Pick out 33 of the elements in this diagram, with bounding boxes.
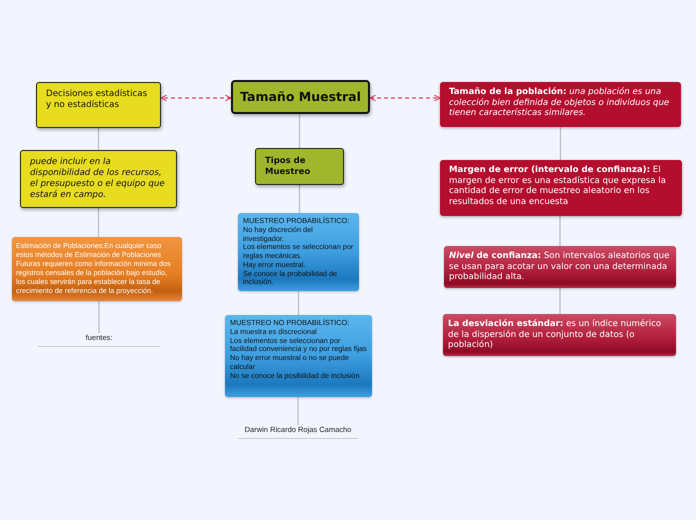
note-box: [444, 246, 676, 288]
node-text: Tamaño Muestral: [240, 89, 361, 105]
arrow: [369, 94, 441, 102]
text-node: [38, 333, 160, 348]
connector-line: [298, 291, 300, 315]
connector-line: [98, 301, 100, 333]
node-text: Nivel de confianza: Son intervalos aleatorios que se usan para acotar un valor con una determinada probabilidad alta.: [449, 251, 670, 284]
topic-box: [231, 80, 370, 114]
note-box: [238, 213, 359, 291]
note-box: [440, 82, 681, 127]
connector-line: [298, 114, 300, 148]
note-box: [12, 237, 182, 301]
node-text: Tipos de Muestreo: [265, 156, 312, 178]
connector-line: [559, 288, 561, 314]
node-text: puede incluir en la disponibilidad de los recursos, el presupuesto o el equipo que estará en campo.: [30, 157, 166, 200]
node-text: Decisiones estadísticas y no estadísticas: [46, 89, 148, 111]
connector-line: [560, 127, 562, 160]
note-box: [225, 315, 372, 397]
node-text: La desviación estándar: es un índice numérico de la dispersión de un conjunto de datos (o población): [448, 319, 662, 352]
connector-line: [98, 128, 100, 150]
note-box: [20, 150, 177, 208]
topic-box: [255, 148, 344, 186]
text-node: [238, 425, 358, 440]
note-box: [440, 160, 682, 216]
note-box: [443, 314, 676, 356]
note-box: [36, 82, 161, 128]
node-text: Margen de error (intervalo de confianza): El margen de error es una estadística que expresa la cantidad de error de muestreo aleatorio en los resultados de una encuesta: [449, 165, 667, 208]
connector-line: [298, 185, 300, 213]
arrow: [160, 94, 232, 102]
connector-line: [297, 397, 299, 425]
connector-line: [98, 208, 100, 237]
node-text: Tamaño de la población: una población es una colección bien definida de objetos o individuos que tienen características similares.: [449, 87, 670, 120]
connector-line: [559, 216, 561, 246]
